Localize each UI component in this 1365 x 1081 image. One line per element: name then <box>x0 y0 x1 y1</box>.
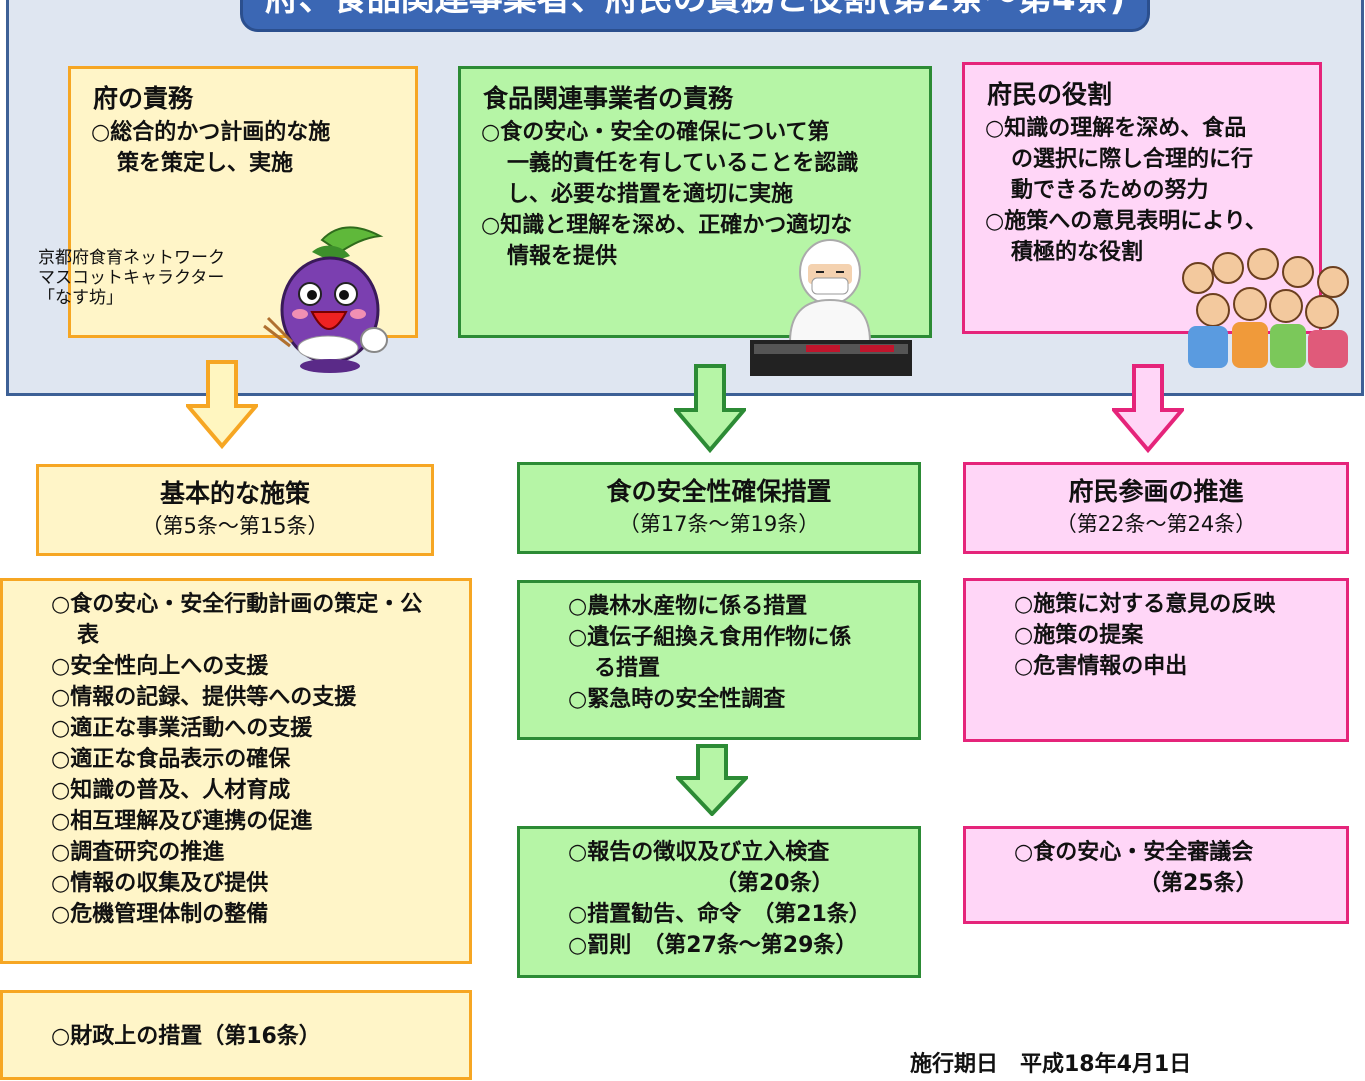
citizen-participation-title: 府民参画の推進 <box>1068 477 1244 506</box>
citizen-participation-header: 府民参画の推進 （第22条～第24条） <box>963 462 1349 554</box>
mascot-caption: 京都府食育ネットワーク マスコットキャラクター 「なす坊」 <box>38 248 278 308</box>
mascot-caption-line: 京都府食育ネットワーク <box>38 248 225 268</box>
citizen-role-box: 府民の役割 ○知識の理解を深め、食品 の選択に際し合理的に行 動できるための努力… <box>962 62 1322 334</box>
enforcement-list: ○報告の徴収及び立入検査 （第20条） ○措置勧告、命令 （第21条） ○罰則 … <box>517 826 921 978</box>
basic-policy-list: ○食の安心・安全行動計画の策定・公 表 ○安全性向上への支援 ○情報の記録、提供… <box>0 578 472 964</box>
list-item: ○施策への意見表明により、 積極的な役割 <box>985 209 1267 265</box>
mascot-caption-line: マスコットキャラクター <box>38 268 225 288</box>
list-item: ○措置勧告、命令 （第21条） <box>568 902 871 927</box>
list-item: ○施策に対する意見の反映 <box>1014 592 1276 617</box>
food-safety-title: 食の安全性確保措置 <box>606 477 832 506</box>
food-worker-illustration <box>750 239 912 376</box>
list-item: ○知識の理解を深め、食品 の選択に際し合理的に行 動できるための努力 <box>985 116 1254 203</box>
list-item: ○報告の徴収及び立入検査 （第20条） <box>568 840 834 896</box>
list-item: ○知識の普及、人材育成 <box>51 778 291 803</box>
list-item: ○調査研究の推進 <box>51 840 225 865</box>
list-item: ○危機管理体制の整備 <box>51 902 269 927</box>
citizens-crowd-illustration <box>1182 248 1349 368</box>
prefecture-duty-box: 府の責務 ○総合的かつ計画的な施 策を策定し、実施 <box>68 66 418 338</box>
list-item: ○食の安心・安全審議会 （第25条） <box>1014 840 1258 896</box>
list-item: ○適正な食品表示の確保 <box>51 747 291 772</box>
list-item: ○罰則 （第27条～第29条） <box>568 933 858 958</box>
citizen-participation-articles: （第22条～第24条） <box>1055 512 1257 536</box>
list-item: ○財政上の措置（第16条） <box>51 1024 321 1049</box>
basic-policy-title: 基本的な施策 <box>159 479 310 508</box>
page-title: 府、食品関連事業者、府民の責務と役割(第2条～第4条) <box>240 0 1150 32</box>
list-item: ○適正な事業活動への支援 <box>51 716 313 741</box>
list-item: ○情報の記録、提供等への支援 <box>51 685 357 710</box>
food-safety-header: 食の安全性確保措置 （第17条～第19条） <box>517 462 921 554</box>
list-item: ○遺伝子組換え食用作物に係 る措置 <box>568 625 852 681</box>
list-item: ○食の安心・安全の確保について第 一義的責任を有していることを認識 し、必要な措… <box>481 120 859 207</box>
business-duty-heading: 食品関連事業者の責務 <box>483 84 734 113</box>
list-item: ○相互理解及び連携の促進 <box>51 809 313 834</box>
eggplant-mascot-illustration <box>263 226 388 373</box>
list-item: ○緊急時の安全性調査 <box>568 687 786 712</box>
list-item: ○食の安心・安全行動計画の策定・公 表 <box>51 592 423 648</box>
citizen-role-heading: 府民の役割 <box>987 80 1113 109</box>
effective-date: 施行期日 平成18年4月1日 <box>910 1052 1192 1077</box>
basic-policy-header: 基本的な施策 （第5条～第15条） <box>36 464 434 556</box>
financial-measures-box: ○財政上の措置（第16条） <box>0 990 472 1080</box>
mascot-caption-line: 「なす坊」 <box>38 288 123 308</box>
down-arrow-icon <box>674 364 746 454</box>
down-arrow-icon <box>186 360 258 450</box>
prefecture-duty-heading: 府の責務 <box>93 84 194 113</box>
list-item: ○安全性向上への支援 <box>51 654 269 679</box>
list-item: ○農林水産物に係る措置 <box>568 594 808 619</box>
list-item: ○施策の提案 <box>1014 623 1144 648</box>
food-safety-articles: （第17条～第19条） <box>618 512 820 536</box>
down-arrow-icon <box>676 744 748 816</box>
citizen-participation-list: ○施策に対する意見の反映 ○施策の提案 ○危害情報の申出 <box>963 578 1349 742</box>
basic-policy-articles: （第5条～第15条） <box>141 514 329 538</box>
list-item: ○危害情報の申出 <box>1014 654 1188 679</box>
list-item: ○情報の収集及び提供 <box>51 871 269 896</box>
list-item: ○総合的かつ計画的な施 策を策定し、実施 <box>91 120 331 176</box>
council-box: ○食の安心・安全審議会 （第25条） <box>963 826 1349 924</box>
food-safety-list: ○農林水産物に係る措置 ○遺伝子組換え食用作物に係 る措置 ○緊急時の安全性調査 <box>517 580 921 740</box>
down-arrow-icon <box>1112 364 1184 454</box>
list-item: ○知識と理解を深め、正確かつ適切な 情報を提供 <box>481 213 853 269</box>
